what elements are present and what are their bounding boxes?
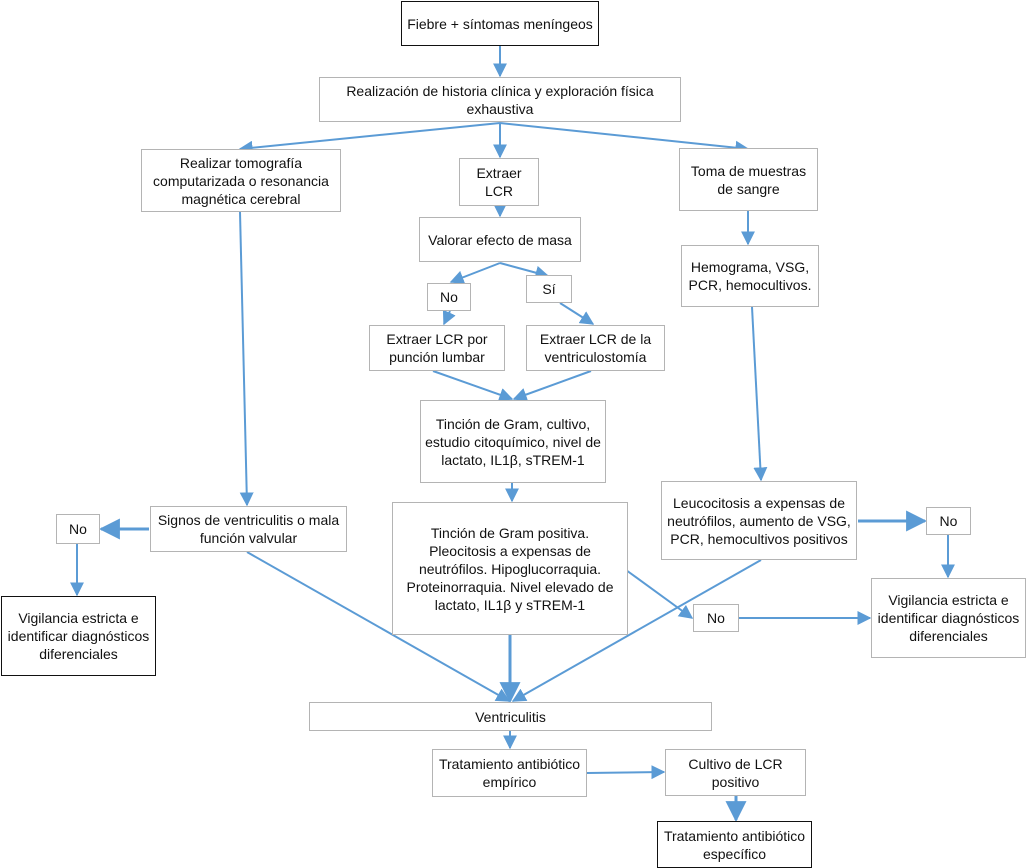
- node-blood-tests: Hemograma, VSG, PCR, hemocultivos.: [681, 245, 819, 307]
- arrow-ventr-csf: [512, 370, 592, 402]
- node-blood-findings: Leucocitosis a expensas de neutrófilos, …: [661, 481, 857, 560]
- node-start: Fiebre + síntomas meníngeos: [401, 1, 599, 46]
- node-middle-no: No: [693, 604, 739, 632]
- node-imaging: Realizar tomografía computarizada o reso…: [141, 149, 341, 212]
- node-left-no: No: [56, 514, 100, 544]
- node-ventriculitis: Ventriculitis: [309, 702, 712, 731]
- node-ventriculostomy: Extraer LCR de la ventriculostomía: [526, 325, 665, 371]
- node-mass-yes: Sí: [526, 275, 572, 303]
- arrow-lumbar-csf: [432, 370, 514, 402]
- arrow-history-imaging: [238, 122, 501, 155]
- node-ventriculitis-signs: Signos de ventriculitis o mala función v…: [150, 506, 347, 552]
- arrow-history-blood: [499, 122, 750, 155]
- arrow-mass-no: [449, 262, 501, 284]
- node-right-vigilance: Vigilancia estricta e identificar diagnó…: [871, 578, 1026, 658]
- node-csf-tests: Tinción de Gram, cultivo, estudio citoqu…: [420, 400, 606, 483]
- node-csf-findings: Tinción de Gram positiva. Pleocitosis a …: [392, 502, 628, 635]
- node-mass-effect: Valorar efecto de masa: [419, 217, 581, 262]
- arrow-csffind-midno: [625, 569, 694, 619]
- node-blood-samples: Toma de muestras de sangre: [679, 148, 818, 211]
- node-extract-csf: Extraer LCR: [459, 158, 539, 206]
- arrow-empiric-culture: [586, 765, 666, 780]
- node-positive-culture: Cultivo de LCR positivo: [665, 749, 806, 796]
- node-specific: Tratamiento antibiótico específico: [657, 821, 812, 868]
- node-empiric: Tratamiento antibiótico empírico: [432, 749, 587, 797]
- arrow-yes-ventriculostomy: [559, 302, 595, 325]
- node-lumbar: Extraer LCR por punción lumbar: [369, 325, 505, 371]
- arrow-mass-yes: [499, 262, 550, 280]
- node-right-no: No: [926, 507, 971, 535]
- arrow-signs-ventriculitis: [246, 551, 511, 702]
- arrow-bloodfind-ventriculitis: [511, 559, 762, 702]
- node-mass-no: No: [427, 283, 471, 311]
- arrow-bloodtests-findings: [751, 306, 768, 482]
- node-history: Realización de historia clínica y explor…: [319, 77, 681, 122]
- arrow-imaging-signs: [239, 211, 254, 507]
- node-left-vigilance: Vigilancia estricta e identificar diagnó…: [1, 596, 156, 676]
- arrow-no-lumbar: [442, 309, 456, 326]
